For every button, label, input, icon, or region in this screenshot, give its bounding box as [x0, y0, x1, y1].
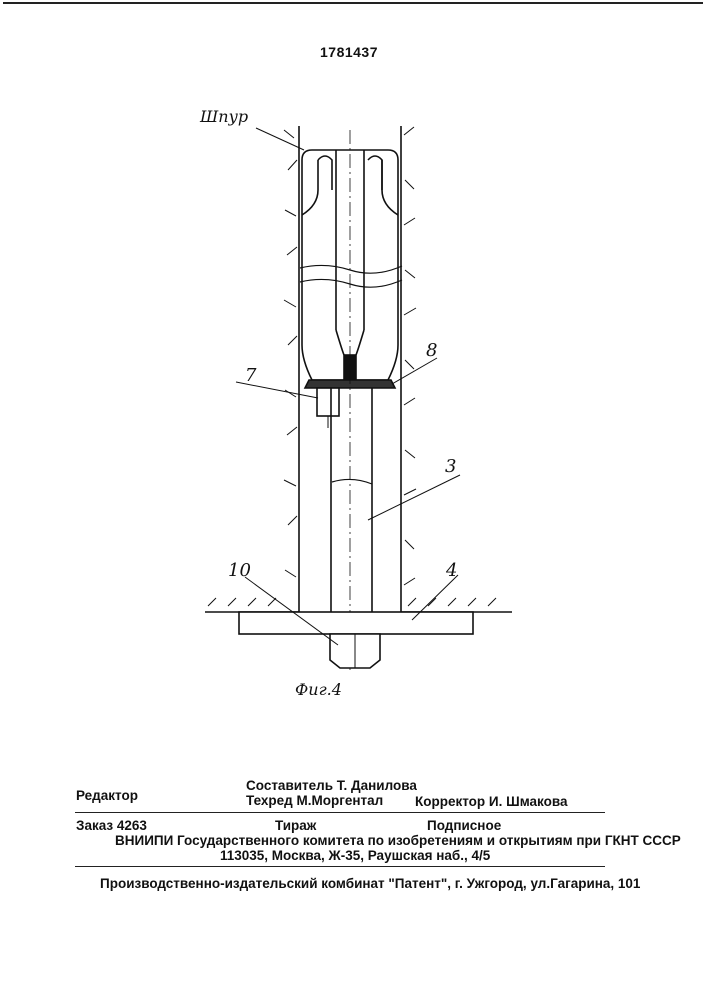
- tirazh: Тираж: [275, 818, 316, 833]
- leader-shpur: [256, 128, 304, 150]
- editor: Редактор: [76, 788, 138, 803]
- cartridge-inner-right: [382, 160, 398, 215]
- order: Заказ 4263: [76, 818, 147, 833]
- publisher: Производственно-издательский комбинат "П…: [100, 876, 640, 891]
- label-4: 4: [445, 560, 457, 581]
- leader-3: [368, 475, 460, 520]
- cartridge-inner-left: [302, 160, 318, 215]
- label-8: 8: [426, 340, 437, 361]
- compiler: Составитель Т. Данилова: [246, 778, 417, 793]
- techred: Техред М.Моргентал: [246, 793, 383, 808]
- rock-hatching-right: [404, 127, 416, 585]
- break-line-rod: [332, 479, 372, 484]
- ground-hatching: [208, 598, 496, 606]
- label-10: 10: [228, 560, 251, 581]
- base-plate-4: [239, 612, 473, 634]
- cartridge-inner-cap-right: [368, 156, 382, 190]
- break-line-lower: [300, 279, 402, 287]
- figure-caption: Фиг.4: [295, 680, 342, 699]
- leader-8: [392, 358, 437, 384]
- label-3: 3: [445, 456, 456, 477]
- footer-rule-1: [75, 812, 605, 813]
- corrector: Корректор И. Шмакова: [415, 794, 567, 809]
- label-7: 7: [245, 365, 257, 386]
- nut-7: [317, 388, 339, 416]
- address: 113035, Москва, Ж-35, Раушская наб., 4/5: [220, 848, 490, 863]
- footer-rule-2: [75, 866, 605, 867]
- vniipi: ВНИИПИ Государственного комитета по изоб…: [115, 833, 681, 848]
- rock-hatching-left: [284, 130, 297, 577]
- cartridge-inner-cap-left: [318, 156, 332, 190]
- label-shpur: Шпур: [199, 107, 248, 126]
- podpisnoe: Подписное: [427, 818, 501, 833]
- break-line-upper: [300, 265, 402, 273]
